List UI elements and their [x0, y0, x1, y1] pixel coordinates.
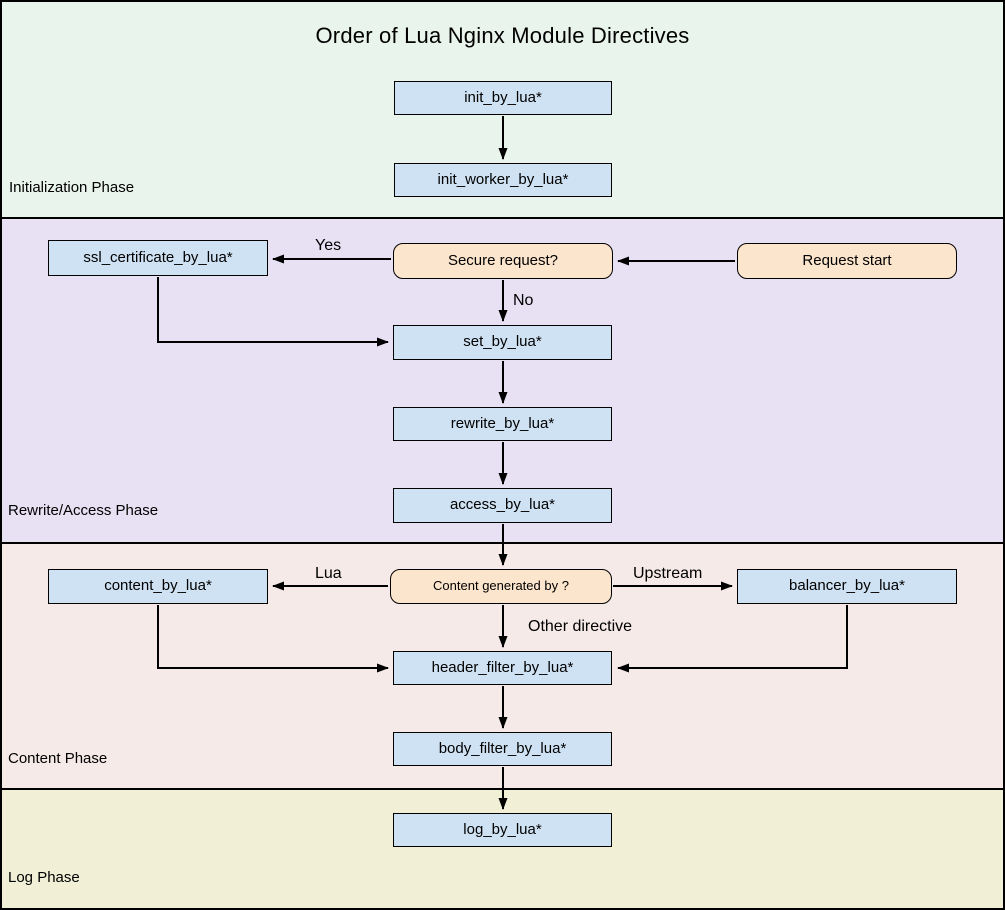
- node-secure-request-decision: Secure request?: [393, 243, 613, 279]
- phase-label-rewrite-access: Rewrite/Access Phase: [8, 502, 159, 519]
- node-init-by-lua: init_by_lua*: [394, 81, 612, 115]
- edge-label-other-directive: Other directive: [528, 618, 633, 635]
- node-log-by-lua: log_by_lua*: [393, 813, 612, 847]
- node-ssl-certificate-by-lua: ssl_certificate_by_lua*: [48, 240, 268, 276]
- diagram-title: Order of Lua Nginx Module Directives: [315, 23, 690, 48]
- node-request-start: Request start: [737, 243, 957, 279]
- node-header-filter-by-lua: header_filter_by_lua*: [393, 651, 612, 685]
- node-content-generated-by-decision: Content generated by ?: [390, 569, 612, 604]
- node-set-by-lua: set_by_lua*: [393, 325, 612, 360]
- phase-label-initialization: Initialization Phase: [9, 179, 135, 196]
- node-rewrite-by-lua: rewrite_by_lua*: [393, 407, 612, 441]
- node-access-by-lua: access_by_lua*: [393, 488, 612, 523]
- edge-label-yes: Yes: [315, 237, 342, 254]
- node-content-by-lua: content_by_lua*: [48, 569, 268, 604]
- phase-label-content: Content Phase: [8, 750, 108, 767]
- edge-label-no: No: [513, 292, 534, 309]
- edge-label-upstream: Upstream: [633, 565, 703, 582]
- edge-label-lua: Lua: [315, 565, 342, 582]
- node-body-filter-by-lua: body_filter_by_lua*: [393, 732, 612, 766]
- node-init-worker-by-lua: init_worker_by_lua*: [394, 163, 612, 197]
- phase-label-log: Log Phase: [8, 869, 80, 886]
- node-balancer-by-lua: balancer_by_lua*: [737, 569, 957, 604]
